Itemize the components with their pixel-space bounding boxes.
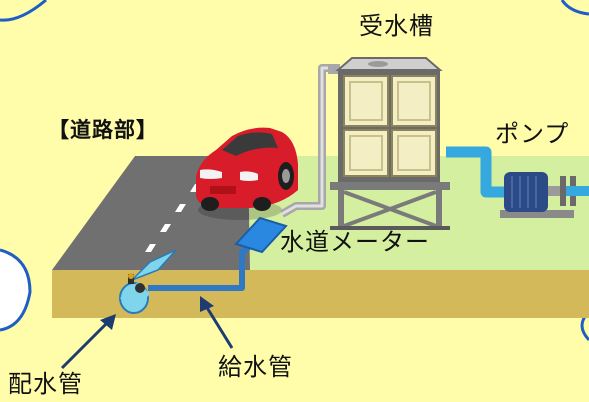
pump-icon bbox=[500, 172, 589, 218]
speech-bubble-left bbox=[0, 248, 32, 332]
tank-stand bbox=[330, 182, 450, 230]
car-icon bbox=[196, 127, 298, 220]
outlet-pipe bbox=[446, 146, 504, 198]
distribution-main-label: 配水管 bbox=[8, 370, 83, 398]
service-pipe-label: 給水管 bbox=[218, 353, 293, 381]
speech-bubble-top-right bbox=[560, 0, 589, 16]
speech-bubble-top-left bbox=[0, 0, 47, 22]
water-tank bbox=[328, 57, 443, 182]
water-meter-label: 水道メーター bbox=[280, 228, 430, 256]
road-section-label: 【道路部】 bbox=[48, 118, 158, 142]
distribution-main-arrow bbox=[60, 314, 116, 370]
water-meter-box bbox=[234, 216, 288, 254]
water-tank-label: 受水槽 bbox=[359, 12, 434, 40]
service-pipe-arrow bbox=[200, 296, 234, 349]
distribution-main-pipe bbox=[119, 249, 177, 314]
pump-label: ポンプ bbox=[495, 120, 570, 148]
